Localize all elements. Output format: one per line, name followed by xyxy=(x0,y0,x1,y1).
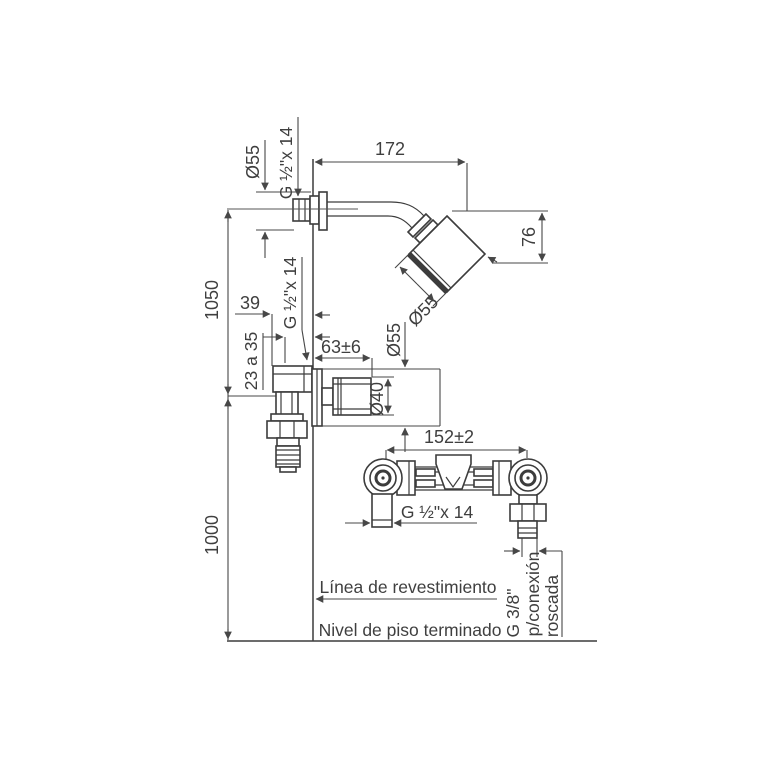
dim-body-depth: 39 xyxy=(240,293,260,313)
dim-handle-diameter: Ø40 xyxy=(367,382,387,416)
right-outlet-pipe xyxy=(517,520,538,539)
right-outlet-neck xyxy=(518,494,538,505)
label-trim-thread: G ½"x 14 xyxy=(280,257,300,330)
valve-stem xyxy=(321,387,334,406)
label-floor-line: Nivel de piso terminado xyxy=(319,620,502,640)
dim-mixer-height: 1000 xyxy=(202,515,222,555)
crossbar-rib xyxy=(415,468,436,477)
valve-hex-nut xyxy=(266,420,308,439)
left-inlet-pipe xyxy=(371,493,393,528)
dim-flange-diameter: Ø55 xyxy=(243,145,263,179)
center-mixer-port xyxy=(435,454,472,490)
crossbar-rib xyxy=(473,468,494,477)
valve-collar xyxy=(270,413,304,422)
dimension-lines xyxy=(224,117,563,640)
valve-elbow xyxy=(275,391,299,417)
dim-handle-projection: 63±6 xyxy=(321,337,361,357)
label-finish-line: Línea de revestimiento xyxy=(319,577,496,597)
label-inlet-thread: G ½"x 14 xyxy=(401,502,474,522)
label-connection-note-1: p/conexión xyxy=(523,552,543,637)
right-outlet-hex xyxy=(509,503,547,522)
label-connection-note-2: roscada xyxy=(542,575,562,638)
dim-escutcheon-diameter: Ø55 xyxy=(384,323,404,357)
label-arm-thread: G ½"x 14 xyxy=(276,127,296,200)
dim-inlet-spacing: 152±2 xyxy=(424,427,474,447)
arm-top-outline xyxy=(327,201,425,217)
valve-tail-end xyxy=(279,466,297,473)
mixer-valve xyxy=(266,365,372,473)
dim-arm-projection: 172 xyxy=(375,139,405,159)
arm-wall-nut xyxy=(292,198,311,222)
rough-valve-assembly xyxy=(363,454,548,539)
shower-head xyxy=(407,214,487,294)
valve-body-rough xyxy=(272,365,313,393)
dim-head-depth: 76 xyxy=(519,227,539,247)
crossbar-rib xyxy=(415,479,436,488)
shower-head-face xyxy=(407,252,449,294)
dim-head-diameter: Ø55 xyxy=(404,292,442,330)
dimension-labels: 172 76 Ø55 Ø55 G ½"x 14 1050 1000 39 23 … xyxy=(202,127,562,640)
shower-arm-assembly xyxy=(292,191,440,245)
arm-bottom-outline xyxy=(327,215,413,229)
dim-riser-height: 1050 xyxy=(202,280,222,320)
label-connection-thread: G 3/8" xyxy=(503,588,523,637)
valve-neck xyxy=(276,437,300,447)
crossbar-rib xyxy=(473,479,494,488)
arm-flange-inner xyxy=(309,195,320,225)
arm-swivel-joint xyxy=(406,212,433,239)
dim-body-depth-range: 23 a 35 xyxy=(241,332,261,390)
arm-escutcheon xyxy=(318,191,328,231)
